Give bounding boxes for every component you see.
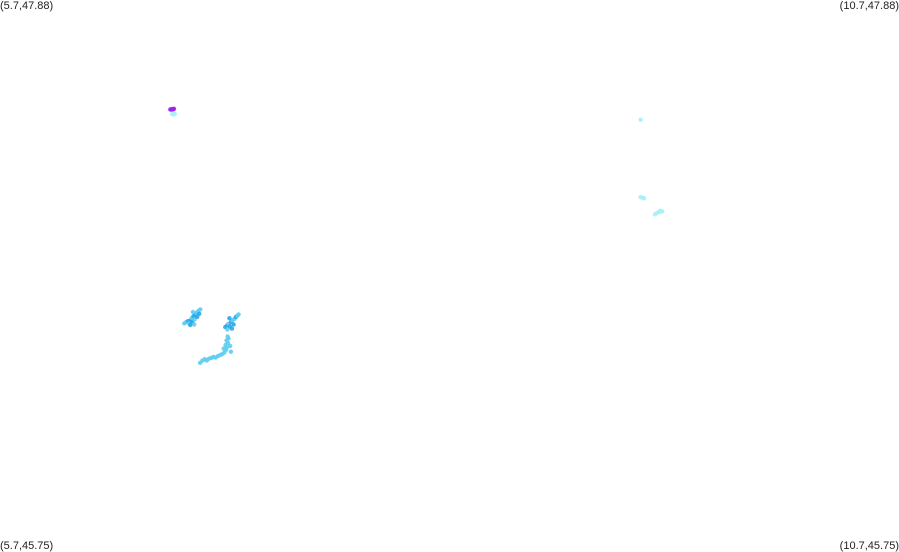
map-point-25 (190, 309, 196, 315)
map-point-7 (172, 111, 177, 117)
map-point-37 (225, 327, 230, 332)
corner-label-top-left: (5.7,47.88) (0, 0, 54, 12)
map-point-21 (197, 311, 202, 316)
corner-label-top-right: (10.7,47.88) (839, 0, 899, 12)
map-point-38 (229, 326, 235, 331)
map-point-65 (641, 196, 647, 201)
map-point-70 (660, 209, 665, 214)
map-point-60 (221, 346, 226, 351)
map-point-22 (198, 307, 203, 312)
map-point-39 (227, 316, 232, 321)
corner-label-bottom-left: (5.7,45.75) (0, 540, 54, 552)
map-point-58 (225, 334, 230, 339)
map-point-62 (638, 117, 643, 122)
map-point-23 (192, 322, 197, 327)
map-point-59 (227, 343, 233, 349)
points-layer (168, 106, 665, 365)
map-point-61 (228, 349, 234, 354)
map-point-24 (188, 322, 193, 328)
map-point-32 (231, 322, 236, 327)
map-point-16 (192, 317, 197, 322)
map-point-4 (171, 106, 177, 112)
map-point-36 (236, 312, 241, 317)
corner-label-bottom-right: (10.7,45.75) (839, 540, 899, 552)
